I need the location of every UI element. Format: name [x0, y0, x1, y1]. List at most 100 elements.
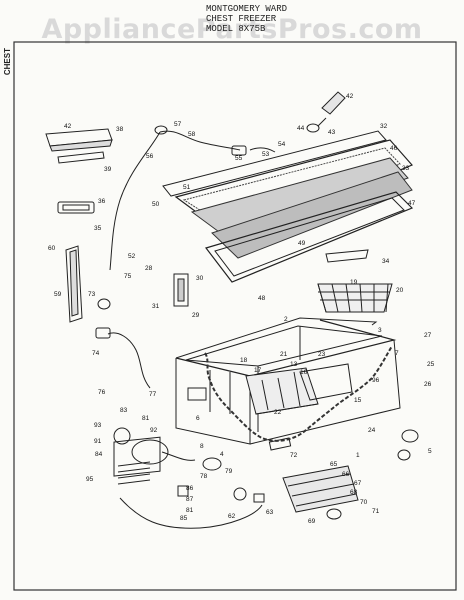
callout-label: 86 — [186, 485, 194, 492]
bracket-part — [57, 201, 95, 214]
callout-label: 47 — [408, 200, 416, 207]
callout-label: 78 — [200, 473, 208, 480]
handle-part — [45, 128, 113, 164]
callout-label: 85 — [180, 515, 188, 522]
callout-label: 15 — [354, 397, 362, 404]
callout-label: 1 — [356, 452, 360, 459]
lid-assembly — [162, 130, 414, 283]
callout-label: 79 — [225, 468, 233, 475]
callout-label: 96 — [372, 377, 380, 384]
callout-label: 52 — [128, 253, 136, 260]
callout-label: 20 — [396, 287, 404, 294]
callout-label: 5 — [428, 448, 432, 455]
callout-label: 72 — [290, 452, 298, 459]
callout-label: 35 — [94, 225, 102, 232]
callout-label: 51 — [183, 184, 191, 191]
callout-label: 36 — [98, 198, 106, 205]
callout-label: 42 — [64, 123, 72, 130]
bulb-socket-part — [306, 91, 346, 133]
callout-label: 30 — [196, 275, 204, 282]
callout-label: 83 — [120, 407, 128, 414]
title-line-product: CHEST FREEZER — [206, 14, 277, 24]
page-frame — [13, 41, 457, 591]
callout-label: 19 — [350, 279, 358, 286]
callout-label: 39 — [104, 166, 112, 173]
side-rail-part — [65, 245, 83, 323]
plug-part — [95, 298, 151, 389]
callout-label: 66 — [342, 471, 350, 478]
callout-label: 16 — [300, 369, 308, 376]
upper-basket — [317, 283, 393, 313]
callout-label: 22 — [274, 409, 282, 416]
cabinet-body — [175, 317, 401, 451]
callout-label: 65 — [330, 461, 338, 468]
callout-label: 42 — [346, 93, 354, 100]
callout-label: 24 — [368, 427, 376, 434]
callout-label: 50 — [152, 201, 160, 208]
divider-strip — [325, 249, 369, 263]
callout-label: 71 — [372, 508, 380, 515]
callout-label: 92 — [150, 427, 158, 434]
callout-label: 95 — [86, 476, 94, 483]
callout-label: 43 — [328, 129, 336, 136]
title-line-model: MODEL 8X75B — [206, 24, 266, 34]
callout-label: 31 — [152, 303, 160, 310]
callout-label: 3 — [378, 327, 382, 334]
callout-label: 7 — [395, 350, 399, 357]
hinge-part — [173, 273, 189, 307]
callout-label: 93 — [94, 422, 102, 429]
callout-label: 63 — [266, 509, 274, 516]
callout-label: 28 — [145, 265, 153, 272]
callout-label: 34 — [382, 258, 390, 265]
callout-label: 54 — [278, 141, 286, 148]
callout-label: 81 — [186, 507, 194, 514]
base-rail-part — [282, 465, 359, 520]
callout-label: 56 — [146, 153, 154, 160]
callout-label: 23 — [318, 351, 326, 358]
callout-label: 55 — [235, 155, 243, 162]
callout-label: 29 — [192, 312, 200, 319]
callout-label: 26 — [424, 381, 432, 388]
callout-label: 49 — [298, 240, 306, 247]
callout-label: 81 — [142, 415, 150, 422]
callout-label: 33 — [402, 165, 410, 172]
callout-label: 57 — [174, 121, 182, 128]
cabinet-gasket — [204, 345, 393, 442]
callout-label: 74 — [92, 350, 100, 357]
callout-label: 53 — [262, 151, 270, 158]
callout-label: 18 — [240, 357, 248, 364]
callout-label: 17 — [254, 367, 262, 374]
callout-label: 87 — [186, 496, 194, 503]
callout-label: 6 — [196, 415, 200, 422]
callout-label: 2 — [284, 316, 288, 323]
callout-label: 27 — [424, 332, 432, 339]
callout-label: 91 — [94, 438, 102, 445]
callout-label: 25 — [427, 361, 435, 368]
callout-label: 68 — [350, 489, 358, 496]
callout-label: 44 — [297, 125, 305, 132]
callout-label: 76 — [98, 389, 106, 396]
callout-label: 70 — [360, 499, 368, 506]
compressor-assembly — [113, 427, 263, 529]
callout-label: 67 — [354, 480, 362, 487]
callout-label: 69 — [308, 518, 316, 525]
callout-labels: 42 38 39 57 5 8 56 55 53 54 44 43 42 3 2 4… — [48, 93, 435, 525]
title-line-brand: MONTGOMERY WARD — [206, 4, 288, 14]
callout-label: 59 — [54, 291, 62, 298]
callout-label: 48 — [258, 295, 266, 302]
power-cord — [109, 125, 276, 271]
watermark-text: AppliancePartsPros.com — [41, 14, 423, 45]
callout-label: 73 — [88, 291, 96, 298]
diagram-title: MONTGOMERY WARD CHEST FREEZER MODEL 8X75… — [206, 4, 287, 34]
inner-baskets — [245, 363, 353, 415]
callout-label: 8 — [200, 443, 204, 450]
callout-label: 84 — [95, 451, 103, 458]
thermostat-part — [397, 429, 419, 461]
callout-label: 4 — [220, 451, 224, 458]
callout-label: 75 — [124, 273, 132, 280]
callout-label: 60 — [48, 245, 56, 252]
callout-label: 38 — [116, 126, 124, 133]
callout-label: 62 — [228, 513, 236, 520]
